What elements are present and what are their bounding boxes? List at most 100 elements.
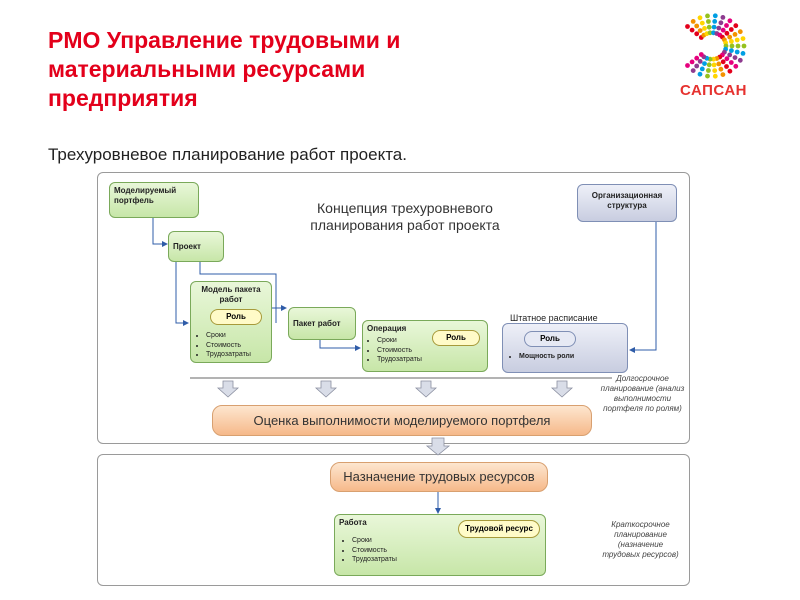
work-label: Работа bbox=[339, 518, 367, 527]
logo-dot bbox=[702, 61, 707, 66]
logo-dot bbox=[727, 52, 733, 58]
logo-dot bbox=[685, 24, 690, 29]
operation-role-pill: Роль bbox=[432, 330, 480, 346]
sapsan-logo bbox=[670, 8, 754, 108]
logo-dot bbox=[694, 55, 700, 61]
page-title: PMO Управление трудовыми и материальными… bbox=[48, 27, 401, 111]
operation-attributes: Сроки Стоимость Трудозатраты bbox=[368, 336, 422, 365]
logo-dot bbox=[706, 24, 712, 30]
logo-dot bbox=[727, 18, 733, 24]
logo-dot bbox=[698, 52, 704, 57]
logo-dot bbox=[689, 27, 695, 33]
feasibility-bar: Оценка выполнимости моделируемого портфе… bbox=[212, 405, 592, 436]
logo-dot bbox=[724, 56, 730, 62]
logo-dot bbox=[697, 28, 703, 33]
staffing-label: Штатное расписание bbox=[510, 313, 598, 323]
logo-dot bbox=[740, 36, 746, 41]
role-power-item: Мощность роли bbox=[519, 352, 574, 362]
attribute-item: Стоимость bbox=[377, 346, 422, 356]
long-term-note: Долгосрочное планирование (анализ выполн… bbox=[600, 374, 685, 413]
logo-dot bbox=[705, 73, 710, 79]
attribute-item: Трудозатраты bbox=[206, 350, 251, 360]
attribute-item: Трудозатраты bbox=[352, 555, 397, 565]
logo-dot bbox=[712, 13, 718, 19]
logo-dot bbox=[728, 60, 734, 65]
down-arrow-3 bbox=[414, 380, 438, 398]
logo-dot bbox=[732, 32, 738, 37]
logo-dot bbox=[690, 19, 696, 24]
logo-dot bbox=[697, 71, 703, 77]
logo-dot bbox=[740, 51, 746, 56]
connector-project-package-model bbox=[199, 262, 277, 323]
attribute-item: Сроки bbox=[377, 336, 422, 346]
logo-dot bbox=[720, 27, 726, 33]
down-arrow-5 bbox=[425, 437, 451, 456]
assignment-bar: Назначение трудовых ресурсов bbox=[330, 462, 548, 492]
logo-dot bbox=[712, 73, 718, 79]
logo-dot bbox=[716, 61, 722, 67]
logo-dot bbox=[720, 15, 726, 20]
logo-dot bbox=[711, 56, 716, 62]
short-term-note: Краткосрочное планирование (назначение т… bbox=[602, 520, 679, 559]
attribute-item: Сроки bbox=[352, 536, 397, 546]
logo-dot bbox=[685, 63, 690, 68]
logo-dot bbox=[706, 19, 711, 24]
attribute-item: Трудозатраты bbox=[377, 355, 422, 365]
logo-dot bbox=[729, 43, 735, 49]
logo-dot bbox=[724, 23, 729, 28]
logo-dot bbox=[707, 30, 713, 36]
logo-dot bbox=[711, 62, 717, 68]
logo-dot bbox=[712, 19, 718, 24]
logo-dot bbox=[697, 59, 703, 64]
logo-dot bbox=[697, 15, 703, 21]
logo-dots bbox=[685, 13, 747, 79]
down-arrow-2 bbox=[314, 380, 338, 398]
logo-dot bbox=[720, 72, 726, 77]
logo-dot bbox=[706, 62, 712, 68]
logo-dot bbox=[720, 59, 726, 65]
logo-dot bbox=[734, 37, 740, 43]
down-arrow-1 bbox=[216, 380, 240, 398]
package-model-attributes: Сроки Стоимость Трудозатраты bbox=[197, 331, 251, 360]
logo-dot bbox=[699, 20, 705, 26]
logo-dot bbox=[727, 34, 733, 40]
connector-project-package-model-b bbox=[175, 262, 189, 326]
work-package-node: Пакет работ bbox=[288, 307, 356, 340]
attribute-item: Стоимость bbox=[352, 546, 397, 556]
org-structure-node: Организационная структура bbox=[577, 184, 677, 222]
logo-dot bbox=[711, 24, 717, 30]
logo-dot bbox=[734, 49, 740, 55]
logo-dot bbox=[724, 30, 730, 36]
connector-work-package-operation bbox=[319, 338, 361, 351]
logo-dot bbox=[718, 66, 724, 72]
package-model-label: Модель пакета работ bbox=[201, 285, 261, 304]
work-attributes: Сроки Стоимость Трудозатраты bbox=[343, 536, 397, 565]
logo-dot bbox=[735, 43, 741, 49]
logo-dot bbox=[729, 48, 734, 53]
logo-dot bbox=[733, 63, 739, 69]
logo-dot bbox=[718, 20, 724, 26]
page-subtitle: Трехуровневое планирование работ проекта… bbox=[48, 145, 407, 164]
logo-dot bbox=[728, 27, 734, 32]
staffing-role-pill: Роль bbox=[524, 331, 576, 347]
logo-dot bbox=[694, 63, 700, 69]
logo-dot bbox=[712, 68, 718, 73]
operation-node: Операция bbox=[362, 320, 488, 372]
connector-org-staffing bbox=[629, 222, 657, 353]
attribute-item: Сроки bbox=[206, 331, 251, 341]
logo-dot bbox=[689, 59, 695, 65]
logo-dot bbox=[705, 13, 710, 19]
logo-text: САПСАН bbox=[680, 82, 747, 99]
logo-dot bbox=[699, 66, 705, 72]
labor-resource-pill: Трудовой ресурс bbox=[458, 520, 540, 538]
logo-dot bbox=[702, 26, 707, 31]
operation-label: Операция bbox=[367, 324, 407, 333]
logo-dot bbox=[694, 31, 700, 37]
down-arrow-4 bbox=[550, 380, 574, 398]
logo-dot bbox=[727, 68, 733, 74]
package-model-role-pill: Роль bbox=[210, 309, 262, 325]
concept-caption: Концепция трехуровневого планирования ра… bbox=[310, 200, 500, 233]
logo-dot bbox=[737, 57, 743, 63]
logo-dot bbox=[733, 23, 739, 29]
